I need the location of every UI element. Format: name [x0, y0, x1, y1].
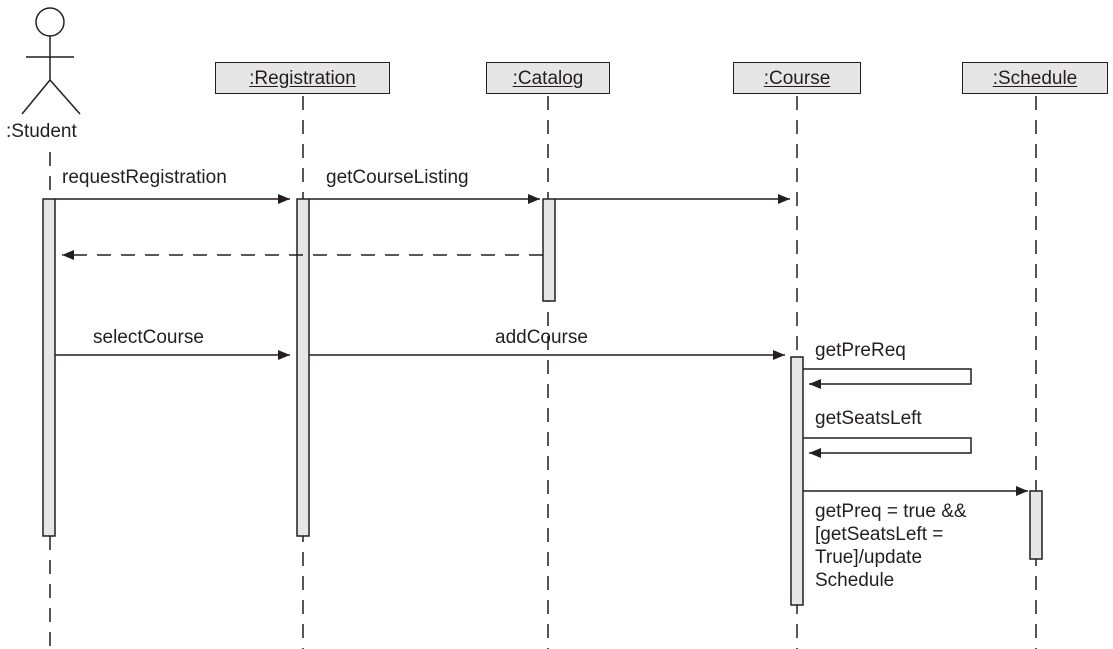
- add-course-label: addCourse: [495, 327, 588, 348]
- student-actor-figure: [21, 7, 81, 115]
- course-object-box: :Course: [733, 62, 861, 94]
- catalog-activation-bar: [542, 198, 556, 302]
- select-course-label: selectCourse: [93, 327, 204, 348]
- catalog-object-box: :Catalog: [486, 62, 610, 94]
- registration-object-box: :Registration: [215, 62, 390, 94]
- guard-line-1: getPreq = true &&: [815, 501, 967, 522]
- guard-line-2: [getSeatsLeft =: [815, 524, 944, 545]
- student-activation-bar: [42, 198, 56, 537]
- guard-condition-note: getPreq = true && [getSeatsLeft = True]/…: [815, 500, 967, 592]
- get-seats-left-self-arrow: [803, 437, 972, 458]
- guard-line-4: Schedule: [815, 570, 895, 591]
- course-object-label: :Course: [763, 67, 831, 89]
- registration-activation-bar: [296, 198, 310, 537]
- course-activation-bar: [790, 356, 804, 606]
- get-pre-req-self-arrow: [803, 368, 972, 389]
- student-actor-label: :Student: [6, 121, 77, 142]
- registration-object-label: :Registration: [249, 67, 356, 89]
- get-seats-left-label: getSeatsLeft: [815, 408, 922, 429]
- catalog-object-label: :Catalog: [512, 67, 584, 89]
- get-pre-req-label: getPreReq: [815, 340, 906, 361]
- request-registration-label: requestRegistration: [62, 167, 227, 188]
- schedule-object-box: :Schedule: [962, 62, 1108, 94]
- schedule-object-label: :Schedule: [992, 67, 1078, 89]
- guard-line-3: True]/update: [815, 547, 923, 568]
- schedule-activation-bar: [1029, 490, 1043, 560]
- get-course-listing-label: getCourseListing: [326, 167, 469, 188]
